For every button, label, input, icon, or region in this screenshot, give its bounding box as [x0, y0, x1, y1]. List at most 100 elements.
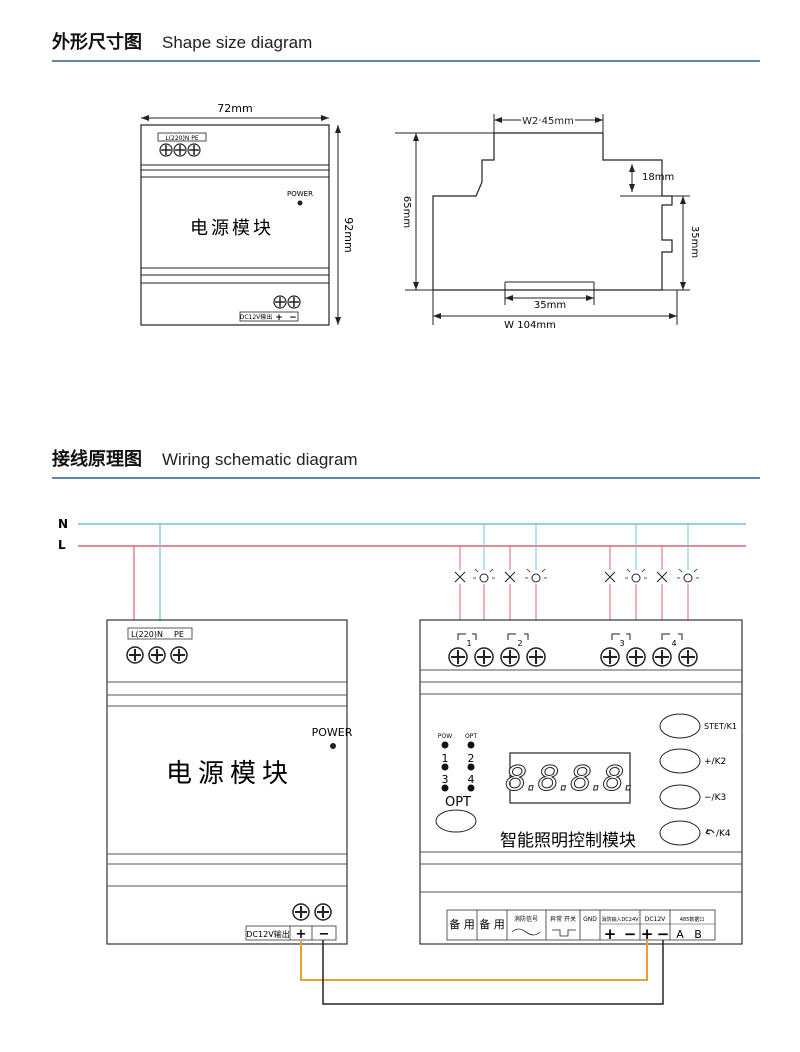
top-width-label: W2 45mm [522, 116, 574, 127]
psu-power-label: POWER [312, 726, 353, 739]
arrow [433, 313, 441, 319]
psu-label-n: N [157, 630, 163, 639]
led-opt-label: OPT [465, 733, 477, 740]
lamp-icon [479, 573, 489, 583]
psu-power-led-icon [330, 743, 336, 749]
k1-button[interactable] [659, 713, 701, 739]
front-minus: − [289, 313, 297, 323]
line-label: L [58, 538, 66, 552]
relay-label: 1 [466, 639, 471, 648]
k2-label: +/K2 [704, 757, 726, 767]
relay-label: 2 [517, 639, 522, 648]
switch-icon [454, 571, 466, 583]
step-height-label: 18mm [642, 172, 674, 183]
terminal-spare2: 备 用 [479, 917, 505, 931]
channel-num: 4 [468, 773, 475, 786]
wave-icon [511, 928, 541, 936]
terminal-label-box [157, 132, 207, 142]
psu-module: L(220) N PE POWER 电源模块 DC12V输出 + − [106, 619, 353, 945]
psu-plus: + [296, 927, 307, 942]
height-label: 92mm [342, 217, 355, 252]
k3-button[interactable] [659, 784, 701, 810]
lamp-icon [631, 573, 641, 583]
terminal-switch: 开关 [564, 915, 576, 923]
dc-positive-wire [300, 940, 648, 981]
opt-label: OPT [445, 795, 471, 810]
arrow [413, 133, 419, 141]
terminal-rs485: 485数据口 [680, 916, 705, 923]
controller-output-screws [448, 647, 698, 667]
front-dc-screws [273, 295, 301, 309]
arrow [141, 115, 149, 121]
k2-button[interactable] [659, 748, 701, 774]
arrow [494, 117, 502, 123]
terminal-dc24-plus: + [604, 925, 617, 943]
psu-body [106, 619, 348, 945]
bottom-terminal-strip: 备 用 备 用 消防信号 异常 开关 GND 消防输入DC24V DC12V 4… [446, 909, 716, 943]
load-branches [454, 524, 699, 634]
psu-minus: − [319, 927, 330, 942]
switch-icon [656, 571, 668, 583]
section-divider [52, 60, 760, 62]
front-plus: + [275, 313, 283, 323]
terminal-gnd: GND [583, 916, 597, 923]
screw-cross [275, 297, 285, 307]
section-title-cn: 接线原理图 [52, 449, 142, 470]
psu-dc-label-box [245, 925, 337, 941]
terminal-dc12-minus: − [657, 925, 670, 943]
total-height-label: 65mm [401, 196, 412, 228]
screw-cross [289, 297, 299, 307]
arrow [335, 317, 341, 325]
front-dc-label: DC12V输出 [240, 313, 273, 321]
load-branch [656, 524, 699, 634]
section-title-en: Shape size diagram [162, 33, 313, 52]
section-title-shape: 外形尺寸图 Shape size diagram [52, 28, 312, 54]
side-profile [432, 132, 673, 291]
section-title-en: Wiring schematic diagram [162, 450, 358, 469]
screw-cross [175, 145, 185, 155]
opt-button[interactable] [435, 809, 477, 833]
screw-cross [161, 145, 171, 155]
psu-terminal-label-box [127, 627, 193, 640]
terminal-dc24: 消防输入DC24V [601, 916, 639, 923]
k1-label: STET/K1 [704, 722, 737, 731]
lamp-icon [683, 573, 693, 583]
front-top-block [140, 124, 330, 166]
power-led-icon [297, 200, 303, 206]
led-icon [467, 741, 475, 749]
terminal-b: B [694, 928, 702, 941]
arrow [505, 295, 513, 301]
arrow [629, 164, 635, 172]
relay-symbols: 1 2 3 4 [457, 633, 683, 648]
contact-icon [552, 929, 576, 937]
seven-segment-display [509, 752, 631, 804]
front-view: 72mm L(220)N PE POWER 电源模块 DC12V输 [140, 102, 355, 326]
load-branch [504, 524, 547, 634]
shape-size-diagram: 72mm L(220)N PE POWER 电源模块 DC12V输 [140, 102, 700, 331]
channel-num: 1 [442, 752, 449, 765]
dc-negative-wire [322, 940, 664, 1005]
switch-icon [504, 571, 516, 583]
k4-button[interactable] [659, 820, 701, 846]
psu-label-pe: PE [174, 630, 184, 639]
psu-dc-label: DC12V输出 [246, 929, 289, 939]
arrow [413, 282, 419, 290]
arrow [680, 196, 686, 204]
arrow [335, 125, 341, 133]
arrow [321, 115, 329, 121]
psu-input-screws [126, 646, 188, 664]
psu-dc-screws [292, 903, 332, 921]
arrow [586, 295, 594, 301]
screw-cross [189, 145, 199, 155]
arrow [629, 184, 635, 192]
section-title-cn: 外形尺寸图 [52, 32, 142, 53]
psu-label-l: L(220) [131, 630, 157, 639]
terminal-dc12-plus: + [641, 925, 654, 943]
led-pow-label: POW [438, 733, 452, 740]
led-icon [467, 763, 475, 771]
rail-height-label: 35mm [689, 226, 700, 258]
terminal-fire-signal: 消防信号 [514, 915, 538, 923]
arrow [669, 313, 677, 319]
front-module-name: 电源模块 [190, 218, 274, 239]
display-digits: 8.8.8.8. [505, 759, 635, 799]
